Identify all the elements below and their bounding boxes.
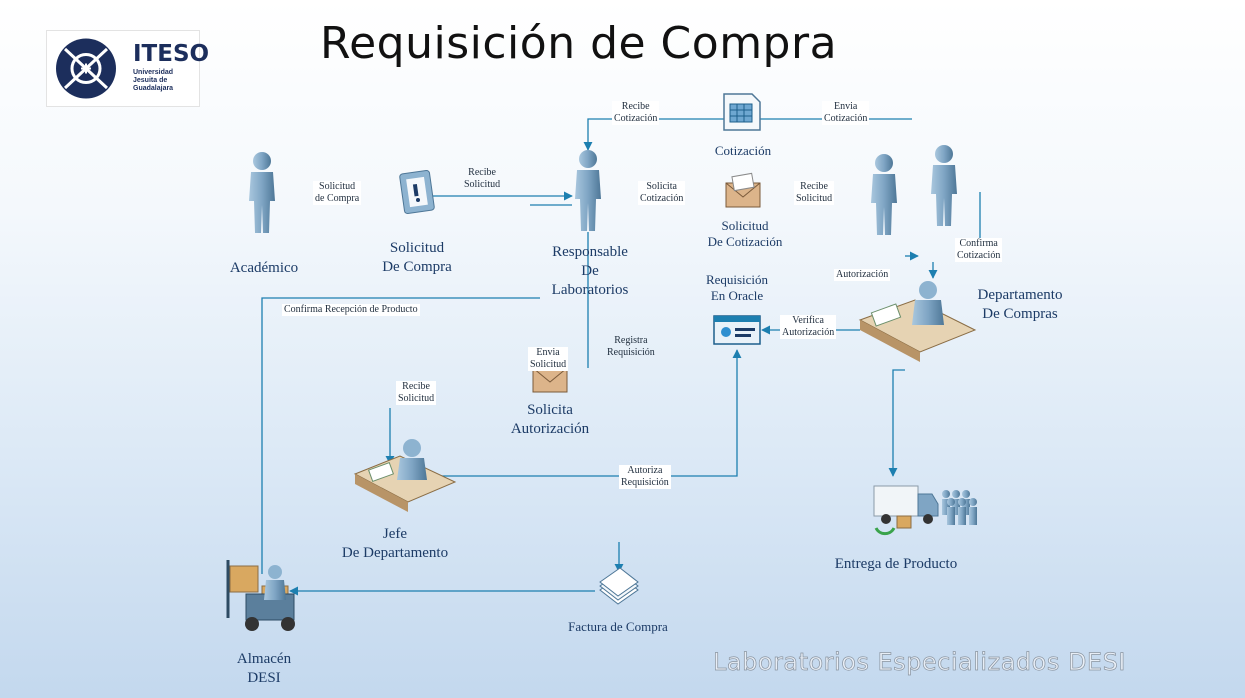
clipboard-icon	[399, 169, 435, 215]
spreadsheet-icon	[723, 93, 761, 131]
edge-autoriza-requisicion	[425, 349, 742, 477]
oracle-window-icon	[713, 315, 761, 345]
edge-recibe-cotizacion	[583, 118, 912, 151]
footer-label: Laboratorios Especializados DESI	[713, 648, 1126, 677]
vendor-person-icon	[871, 154, 897, 235]
edge-label-autorizacion: Autorización	[834, 269, 891, 281]
page-title: Requisición de Compra	[320, 18, 838, 69]
node-factura-label: Factura de Compra	[568, 619, 668, 634]
iteso-seal-icon	[56, 38, 116, 99]
envelope-autorizacion-icon	[532, 367, 568, 393]
academico-person-icon	[249, 152, 275, 233]
envelope-cotizacion-icon	[725, 172, 761, 208]
responsable-person-icon	[575, 150, 601, 231]
forklift-icon	[226, 560, 295, 631]
logo-subtitle: Universidad Jesuita de Guadalajara	[133, 69, 174, 92]
node-academico-label: Académico	[229, 260, 299, 276]
iteso-logo: ITESO Universidad Jesuita de Guadalajara	[46, 30, 209, 107]
customers-group-icon	[942, 490, 977, 525]
node-entrega-label: Entrega de Producto	[834, 556, 958, 572]
invoice-documents-icon	[599, 567, 639, 605]
jefe-desk-icon	[353, 439, 457, 512]
logo-name: ITESO	[133, 41, 210, 67]
node-cotizacion-label: Cotización	[714, 143, 772, 158]
delivery-truck-icon	[873, 485, 939, 536]
edge-entrega	[888, 369, 905, 477]
edge-confirma-recepcion	[261, 297, 540, 574]
depto-compras-desk-icon	[858, 281, 977, 362]
vendor-person-2-icon	[931, 145, 957, 226]
connector-lines	[261, 118, 981, 596]
edge-label-confirma-recepcion: Confirma Recepción de Producto	[282, 304, 420, 316]
